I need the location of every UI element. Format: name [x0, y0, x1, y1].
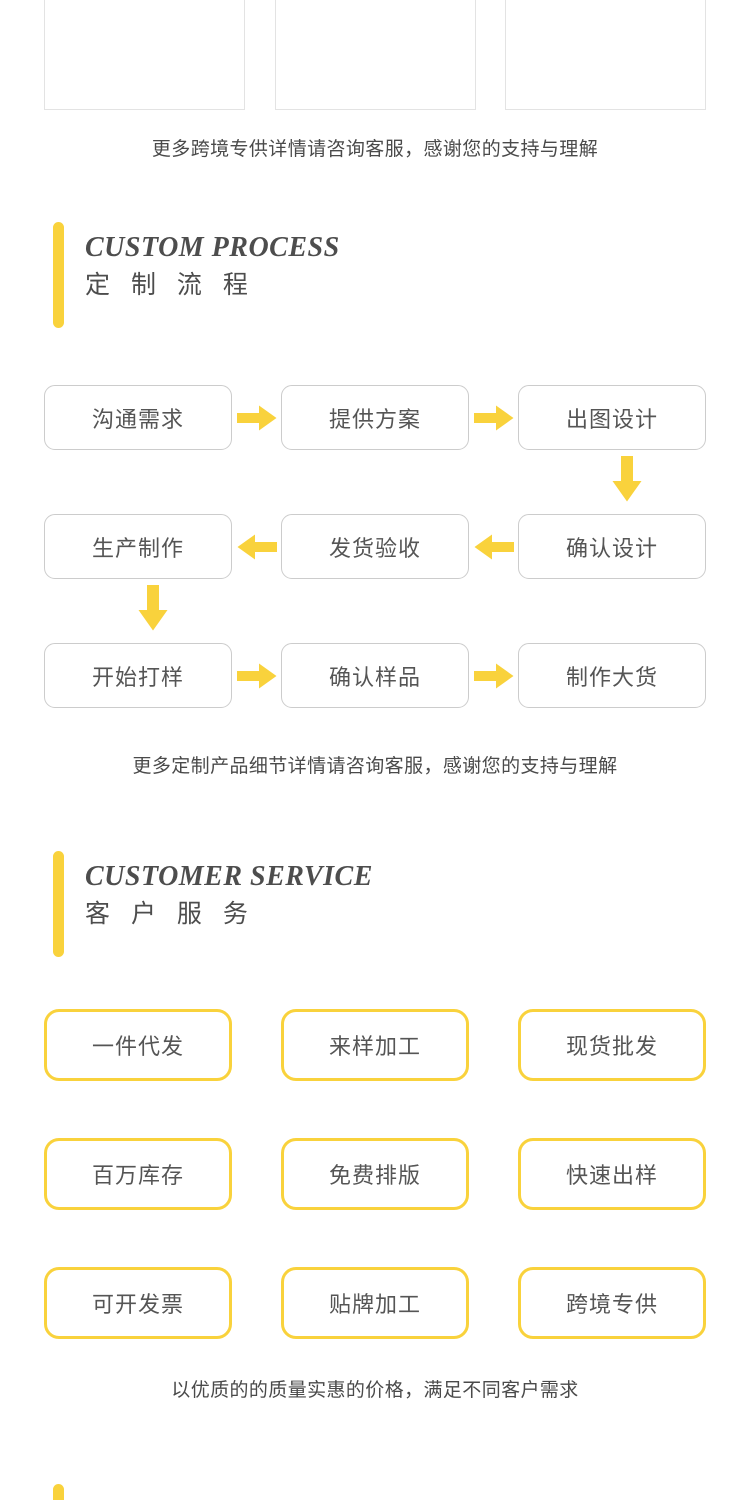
section-title-en: CUSTOM PROCESS [85, 232, 340, 263]
flow-step-6[interactable]: 生产制作 [44, 514, 232, 579]
section-header-customer-service: CUSTOMER SERVICE 客 户 服 务 [53, 851, 373, 957]
arrow-right-icon [473, 405, 513, 430]
flow-step-5[interactable]: 发货验收 [281, 514, 469, 579]
service-card[interactable]: 贴牌加工 [281, 1267, 469, 1339]
service-card[interactable]: 来样加工 [281, 1009, 469, 1081]
service-card[interactable]: 跨境专供 [518, 1267, 706, 1339]
flow-step-8[interactable]: 确认样品 [281, 643, 469, 708]
section-title-cn: 客 户 服 务 [85, 900, 255, 929]
flow-arrow-right-2 [472, 405, 516, 431]
flow-arrow-down-2 [138, 585, 168, 633]
service-card[interactable]: 现货批发 [518, 1009, 706, 1081]
arrow-down-icon [612, 456, 642, 502]
section-title-cn: 定 制 流 程 [85, 271, 255, 300]
flow-arrow-right-4 [472, 663, 516, 689]
service-card[interactable]: 百万库存 [44, 1138, 232, 1210]
flow-arrow-right-1 [235, 405, 279, 431]
flow-arrow-right-3 [235, 663, 279, 689]
service-card[interactable]: 一件代发 [44, 1009, 232, 1081]
section-accent-bar [53, 222, 64, 328]
flow-step-9[interactable]: 制作大货 [518, 643, 706, 708]
arrow-right-icon [236, 663, 276, 688]
flow-arrow-down-1 [612, 456, 642, 504]
platform-card-wish[interactable]: wish [274, 0, 476, 110]
custom-process-flow: 沟通需求 提供方案 出图设计 生产制作 [44, 385, 706, 708]
arrow-left-icon [474, 534, 514, 559]
section-accent-bar [53, 851, 64, 957]
flow-row-3: 开始打样 确认样品 制作大货 [44, 643, 706, 708]
flow-step-7[interactable]: 开始打样 [44, 643, 232, 708]
arrow-left-icon [237, 534, 277, 559]
flow-arrow-left-2 [472, 534, 516, 560]
platform-logo-row: S Shopee wish amazon [44, 0, 706, 110]
process-caption: 更多定制产品细节详情请咨询客服，感谢您的支持与理解 [132, 756, 618, 777]
platform-card-shopee[interactable]: S Shopee [44, 0, 245, 110]
arrow-down-icon [138, 585, 168, 631]
section-accent-bar [53, 1484, 64, 1500]
service-card-grid: 一件代发 来样加工 现货批发 百万库存 免费排版 快速出样 可开发票 贴牌加工 … [44, 1009, 706, 1339]
service-card[interactable]: 可开发票 [44, 1267, 232, 1339]
flow-step-4[interactable]: 确认设计 [518, 514, 706, 579]
platform-card-amazon[interactable]: amazon [505, 0, 706, 110]
flow-row-1: 沟通需求 提供方案 出图设计 [44, 385, 706, 502]
flow-step-3[interactable]: 出图设计 [518, 385, 706, 450]
arrow-right-icon [473, 663, 513, 688]
flow-row-2: 生产制作 发货验收 确认设计 [44, 514, 706, 631]
arrow-right-icon [236, 405, 276, 430]
platform-caption: 更多跨境专供详情请咨询客服，感谢您的支持与理解 [151, 139, 599, 160]
flow-arrow-left-1 [235, 534, 279, 560]
section-title-en: CUSTOMER SERVICE [85, 861, 373, 892]
service-card[interactable]: 快速出样 [518, 1138, 706, 1210]
section-header-custom-process: CUSTOM PROCESS 定 制 流 程 [53, 222, 340, 328]
flow-step-1[interactable]: 沟通需求 [44, 385, 232, 450]
service-caption: 以优质的的质量实惠的价格，满足不同客户需求 [171, 1380, 579, 1401]
service-card[interactable]: 免费排版 [281, 1138, 469, 1210]
flow-step-2[interactable]: 提供方案 [281, 385, 469, 450]
